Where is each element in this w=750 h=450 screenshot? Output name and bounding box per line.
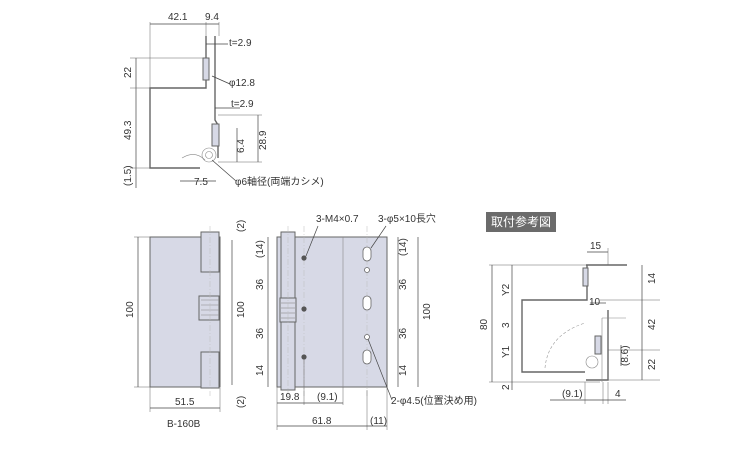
mount-dim-4: 4 xyxy=(615,389,621,400)
mount-dim-8-6: (8.6) xyxy=(620,345,631,366)
hole-dim-19-8: 19.8 xyxy=(280,392,300,403)
leader-line xyxy=(370,225,387,249)
hole-dim-11: (11) xyxy=(370,416,387,427)
leader-line xyxy=(367,338,393,401)
dim-6-4: 6.4 xyxy=(236,139,247,153)
mount-y1: Y1 xyxy=(501,345,512,358)
hole-left-14-bot: 14 xyxy=(255,364,266,376)
dim-49-3: 49.3 xyxy=(123,120,134,140)
hole-left-14-top: (14) xyxy=(255,240,266,258)
mount-title: 取付参考図 xyxy=(491,214,551,229)
note-threads: 3-M4×0.7 xyxy=(316,214,359,225)
leader-line xyxy=(211,75,231,85)
dim-t-2-9-upper: t=2.9 xyxy=(229,38,252,49)
spring-curve xyxy=(181,154,206,161)
slot-mid xyxy=(362,295,372,311)
hole-right-36-a: 36 xyxy=(398,278,409,290)
side-view: 42.1 9.4 t=2.9 φ12.8 t=2.9 22 49.3 (1.5)… xyxy=(123,12,324,188)
mount-upper-knuckle xyxy=(582,267,589,287)
slot-top xyxy=(362,246,372,262)
front-dim-51-5: 51.5 xyxy=(175,397,195,408)
dim-9-4: 9.4 xyxy=(205,12,219,23)
mount-dim-15: 15 xyxy=(590,241,602,252)
pin-circle xyxy=(205,151,213,159)
note-slots: 3-φ5×10長穴 xyxy=(378,212,436,225)
swing-arc xyxy=(544,322,586,369)
mount-lower-knuckle xyxy=(594,335,602,355)
slot-bottom xyxy=(362,349,372,365)
thread-hole-mid xyxy=(301,306,307,312)
mount-dim-42: 42 xyxy=(647,318,658,330)
hole-right-36-b: 36 xyxy=(398,327,409,339)
mount-y2: Y2 xyxy=(501,283,512,296)
hole-view: 3-M4×0.7 3-φ5×10長穴 2-φ4.5(位置決め用) (14) 36… xyxy=(255,212,477,430)
hole-dim-9-1: (9.1) xyxy=(317,392,338,403)
front-dim-100-mid: 100 xyxy=(236,301,247,318)
pin-hole-bottom xyxy=(364,334,370,340)
mounting-reference: 取付参考図 80 Y2 3 Y1 2 15 10 14 42 22 xyxy=(479,212,660,404)
dim-t-2-9-lower: t=2.9 xyxy=(231,99,254,110)
mount-dim-10: 10 xyxy=(589,297,601,308)
spring-section xyxy=(198,295,220,321)
mount-dim-9-1: (9.1) xyxy=(562,389,583,400)
hole-right-14-top: (14) xyxy=(398,238,409,256)
upper-knuckle xyxy=(202,57,210,81)
side-profile-upper-leaf xyxy=(149,36,207,169)
leader-line xyxy=(305,225,319,257)
dim-phi-12-8: φ12.8 xyxy=(229,78,255,89)
dim-7-5: 7.5 xyxy=(194,177,208,188)
hole-dim-61-8: 61.8 xyxy=(312,416,332,427)
thread-hole-bottom xyxy=(301,354,307,360)
axis-note: φ6軸径(両端カシメ) xyxy=(235,175,324,188)
front-dim-100-left: 100 xyxy=(125,301,136,318)
dim-42-1: 42.1 xyxy=(168,12,188,23)
dim-28-9: 28.9 xyxy=(258,130,269,150)
hole-left-36-b: 36 xyxy=(255,327,266,339)
leader-line xyxy=(211,159,237,182)
mount-pivot xyxy=(585,355,599,369)
mount-dim-2: 2 xyxy=(501,384,512,390)
front-dim-bot-2: (2) xyxy=(236,396,247,408)
mount-door-leaf xyxy=(521,265,588,373)
front-dim-top-2: (2) xyxy=(236,220,247,232)
thread-hole-top xyxy=(301,255,307,261)
spring-block xyxy=(211,123,220,147)
mount-dim-22: 22 xyxy=(647,358,658,370)
hole-left-36-a: 36 xyxy=(255,278,266,290)
mount-title-bg xyxy=(486,212,556,232)
knuckle-circle xyxy=(201,147,217,163)
note-pins: 2-φ4.5(位置決め用) xyxy=(391,394,477,407)
front-view: 100 100 (2) (2) 51.5 B-160B xyxy=(125,220,247,430)
model-label: B-160B xyxy=(167,419,201,430)
dim-22: 22 xyxy=(123,66,134,78)
pin-hole-top xyxy=(364,267,370,273)
hole-dim-100: 100 xyxy=(422,303,433,320)
dim-1-5: (1.5) xyxy=(123,165,134,186)
mount-dim-80: 80 xyxy=(479,318,490,330)
mount-dim-3: 3 xyxy=(501,322,512,328)
mount-dim-14: 14 xyxy=(647,272,658,284)
hole-right-14-bot: 14 xyxy=(398,364,409,376)
